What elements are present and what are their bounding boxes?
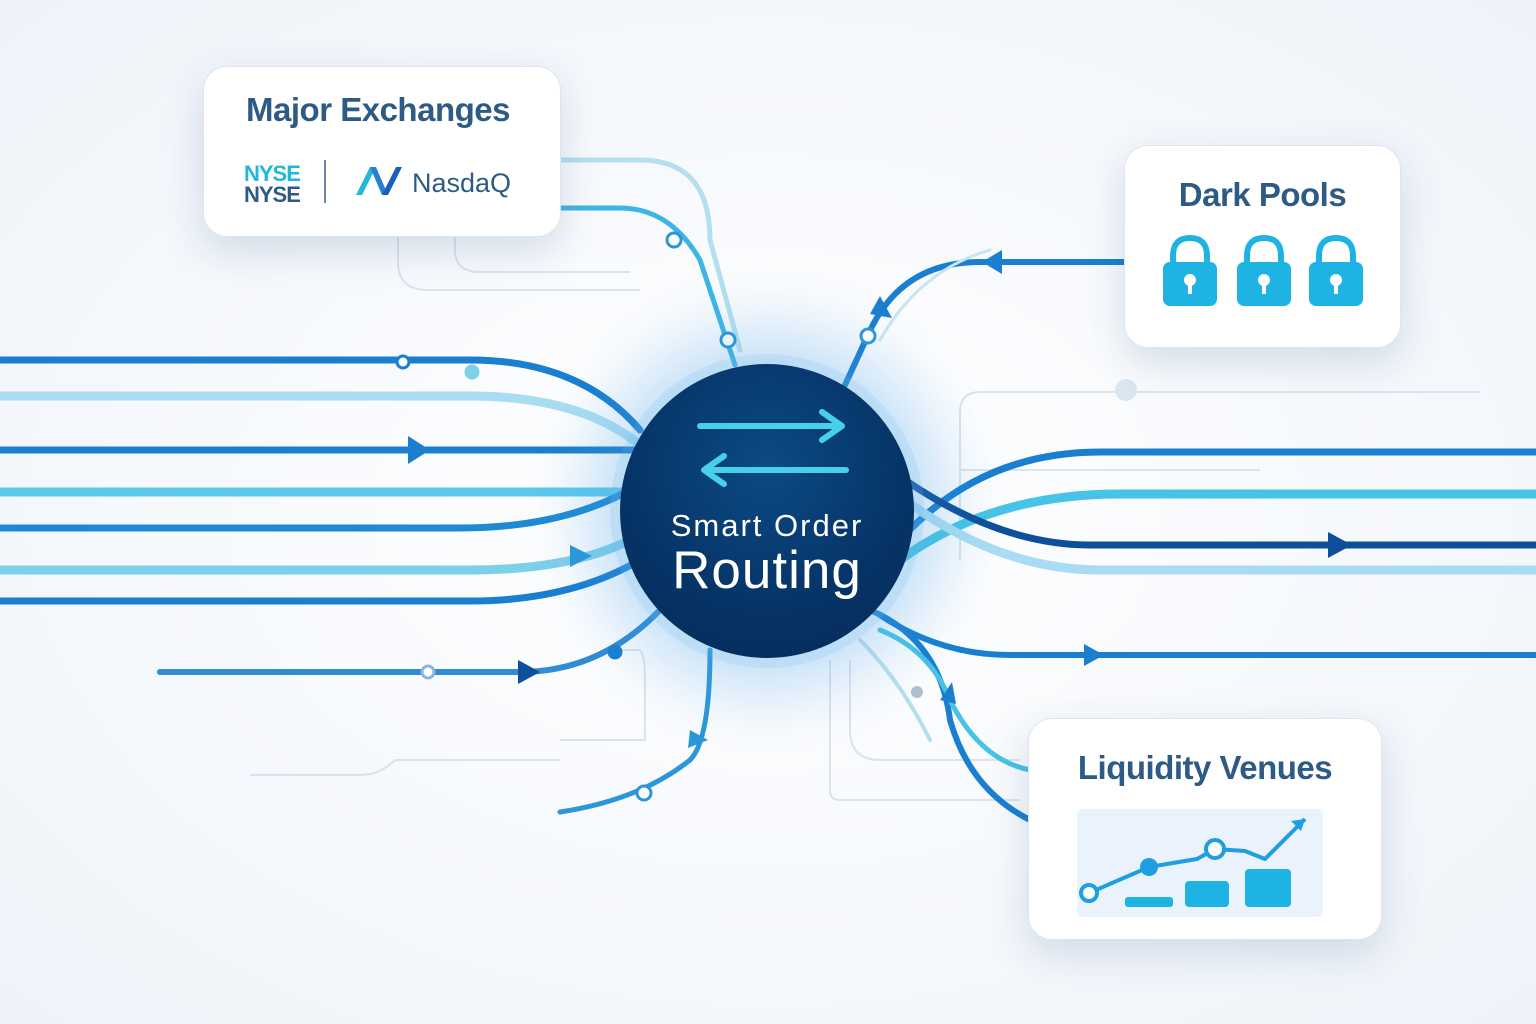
flow-node xyxy=(859,327,877,345)
major-exchanges-card: Major Exchanges NYSE NYSE NasdaQ xyxy=(203,66,561,237)
trend-chart-icon xyxy=(1077,809,1323,917)
arrow-right-icon xyxy=(1328,532,1352,558)
flow-node xyxy=(395,354,411,370)
flow-line xyxy=(900,495,1536,575)
flow-line xyxy=(0,356,644,434)
flow-line xyxy=(896,448,1536,544)
flow-node xyxy=(665,231,683,249)
flow-line xyxy=(0,391,645,450)
hub-title-line2: Routing xyxy=(672,541,862,600)
flow-line xyxy=(878,248,992,342)
nyse-logo-icon: NYSE NYSE xyxy=(244,161,301,207)
flow-line xyxy=(0,556,644,605)
flow-node xyxy=(719,331,737,349)
flow-node xyxy=(420,664,436,680)
flow-line xyxy=(877,612,1536,658)
smart-order-routing-hub: Smart Order Routing xyxy=(620,364,914,658)
arrow-right-icon xyxy=(408,436,430,464)
arrow-right-icon xyxy=(570,545,592,567)
lock-icon xyxy=(1309,234,1363,306)
liquidity-venues-title: Liquidity Venues xyxy=(1077,749,1333,786)
flow-nodes xyxy=(395,231,877,802)
swap-arrows-icon xyxy=(697,409,849,487)
liquidity-venues-card: Liquidity Venues xyxy=(1028,718,1382,940)
flow-line xyxy=(557,647,713,815)
nasdaq-logo-icon xyxy=(356,167,402,195)
circuit-node xyxy=(911,686,923,698)
arrow-up-icon xyxy=(940,682,956,704)
flow-line xyxy=(557,205,738,368)
logo-divider xyxy=(324,160,326,203)
arrow-right-icon xyxy=(518,660,540,684)
arrow-down-icon xyxy=(870,296,892,318)
flow-line xyxy=(0,535,635,575)
arrow-down-icon xyxy=(688,730,708,748)
flow-node xyxy=(464,364,480,380)
flow-line xyxy=(858,638,932,742)
circuit-node xyxy=(1115,379,1137,401)
flow-node xyxy=(607,644,623,660)
nyse-logo-line1: NYSE xyxy=(244,161,301,186)
dark-pools-title: Dark Pools xyxy=(1178,176,1347,213)
major-exchanges-title: Major Exchanges xyxy=(246,91,510,128)
flow-line xyxy=(842,259,1127,388)
flow-line xyxy=(901,476,1536,549)
flow-arrow-markers xyxy=(408,250,1352,748)
flow-line xyxy=(867,607,1033,823)
arrow-left-icon xyxy=(982,250,1002,274)
flow-line xyxy=(895,489,1536,565)
lock-icons xyxy=(1163,234,1363,306)
flow-line xyxy=(557,157,743,353)
dark-pools-card: Dark Pools xyxy=(1124,145,1401,348)
nyse-logo-line2: NYSE xyxy=(244,182,301,207)
nasdaq-wordmark: NasdaQ xyxy=(412,168,512,198)
arrow-right-icon xyxy=(1084,644,1104,666)
flow-line xyxy=(0,486,634,532)
hub-title-line1: Smart Order xyxy=(670,508,864,543)
lock-icon xyxy=(1237,234,1291,306)
lock-icon xyxy=(1163,234,1217,306)
flow-node xyxy=(635,784,653,802)
